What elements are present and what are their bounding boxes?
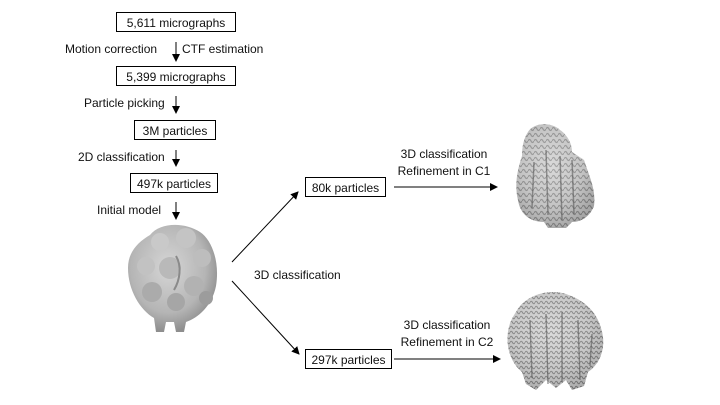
label-particle-picking: Particle picking [84,96,165,110]
arrow-to-c2-branch [231,280,300,355]
box-particles-c2: 297k particles [305,349,392,369]
initial-model-density-map [128,224,218,332]
label-motion-correction: Motion correction [65,42,158,56]
label-ctf-estimation: CTF estimation [182,42,264,56]
label-2d-classification: 2D classification [78,150,165,164]
box-micrographs-corrected: 5,399 micrographs [116,66,236,86]
box-particles-c1: 80k particles [305,177,386,197]
label-refinement-c2: Refinement in C2 [400,335,494,349]
arrow-to-c1-branch [231,191,299,263]
label-initial-model: Initial model [97,203,162,217]
box-particles-2d: 497k particles [130,173,218,193]
c1-refined-density-map [516,124,595,228]
label-c2-3d-classification: 3D classification [403,318,491,332]
box-micrographs-raw: 5,611 micrographs [116,12,236,32]
label-c1-3d-classification: 3D classification [400,147,488,161]
label-refinement-c1: Refinement in C1 [397,164,491,178]
box-particles-picked: 3M particles [134,120,216,140]
c2-refined-density-map [507,292,604,390]
label-3d-classification: 3D classification [254,268,341,282]
